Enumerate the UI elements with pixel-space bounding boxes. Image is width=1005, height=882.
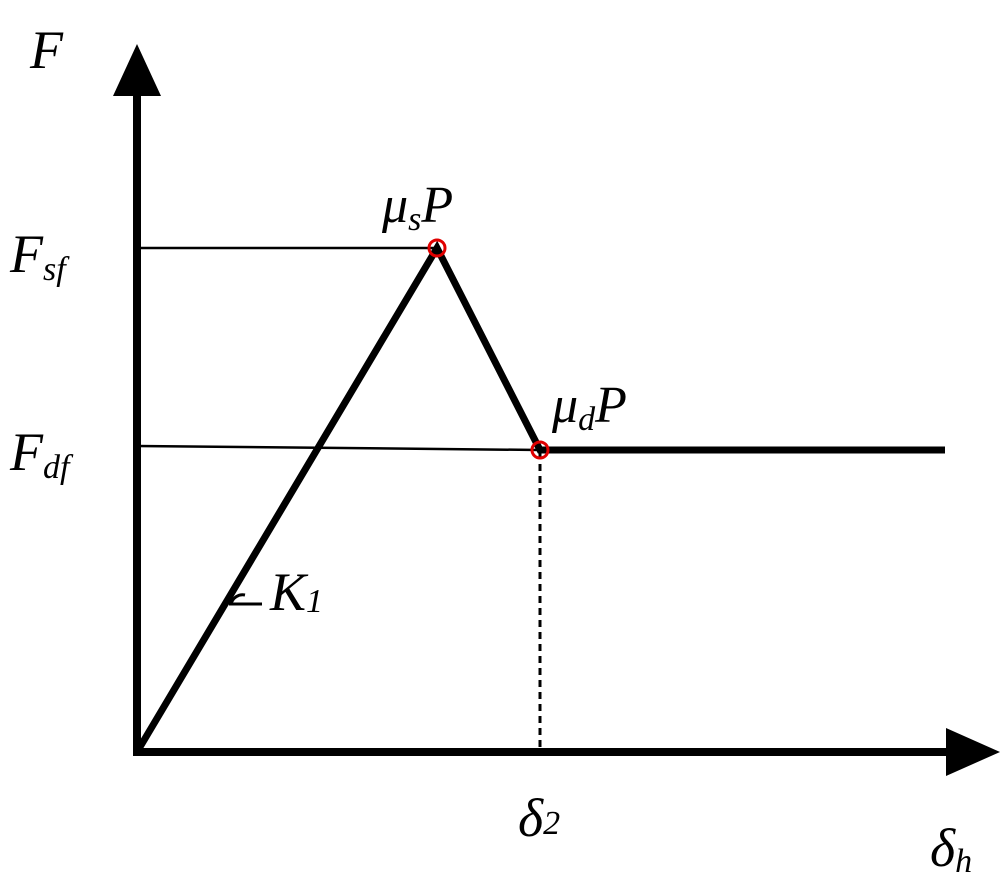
force-curve: [133, 240, 945, 754]
delta2-tick-label: δ2: [518, 788, 560, 848]
peak-point-marker: [427, 238, 447, 258]
drop-point-label: μdP: [551, 377, 627, 438]
x-axis-label: δh: [930, 818, 972, 880]
y-axis-label: F: [29, 20, 64, 80]
drop-point-marker: [530, 440, 550, 460]
dynamic-friction-label: Fdf: [9, 422, 74, 486]
x-axis-arrow: [946, 728, 1000, 776]
static-friction-label: Fsf: [9, 224, 70, 288]
dynamic-friction-reference-line: [136, 444, 541, 452]
y-axis-arrow: [113, 44, 161, 96]
stiffness-label: K1: [269, 562, 323, 622]
peak-point-label: μsP: [381, 177, 453, 238]
